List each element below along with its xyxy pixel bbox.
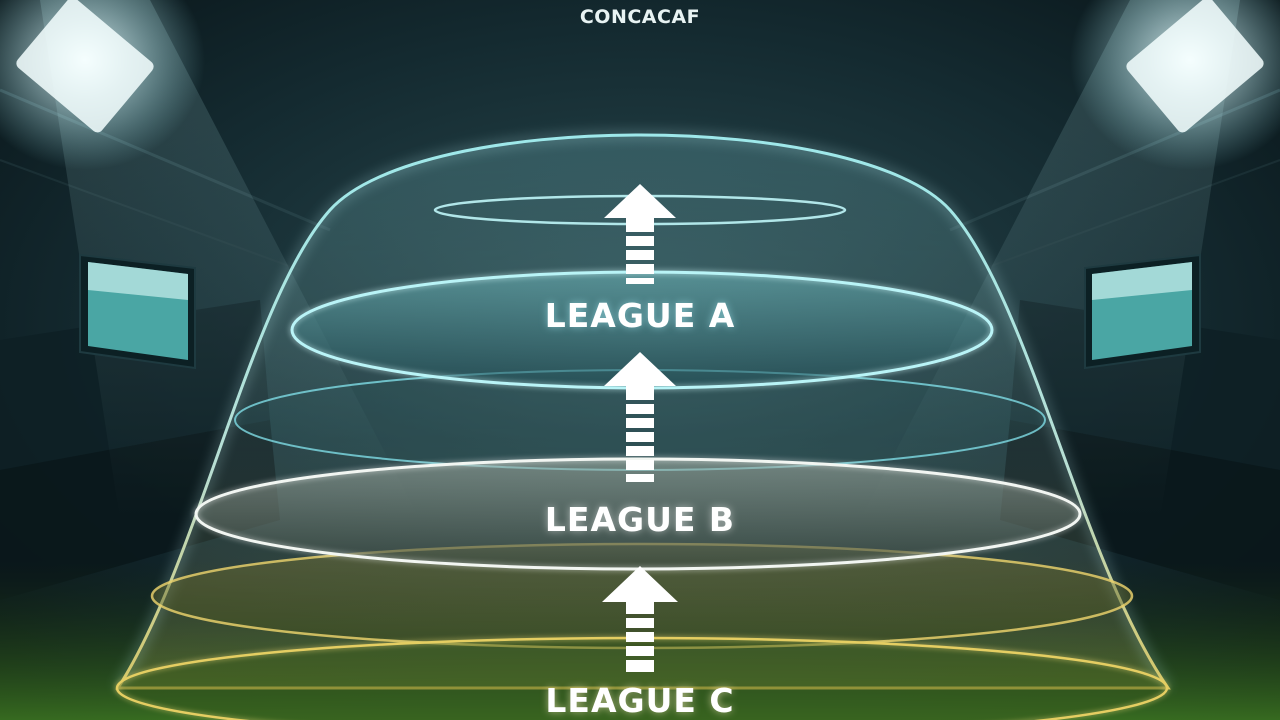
up-arrow-icon — [602, 566, 678, 672]
up-arrow-icon — [604, 352, 676, 482]
stadium-light-icon — [1070, 0, 1280, 170]
league-c-label: LEAGUE C — [545, 681, 735, 720]
league-a-label: LEAGUE A — [544, 296, 736, 335]
scoreboard-icon — [1084, 253, 1201, 370]
scoreboard-icon — [79, 253, 196, 370]
stadium-light-icon — [0, 0, 205, 170]
league-b-label: LEAGUE B — [544, 500, 736, 539]
up-arrow-icon — [604, 184, 676, 284]
brand-title: CONCACAF — [579, 6, 701, 28]
